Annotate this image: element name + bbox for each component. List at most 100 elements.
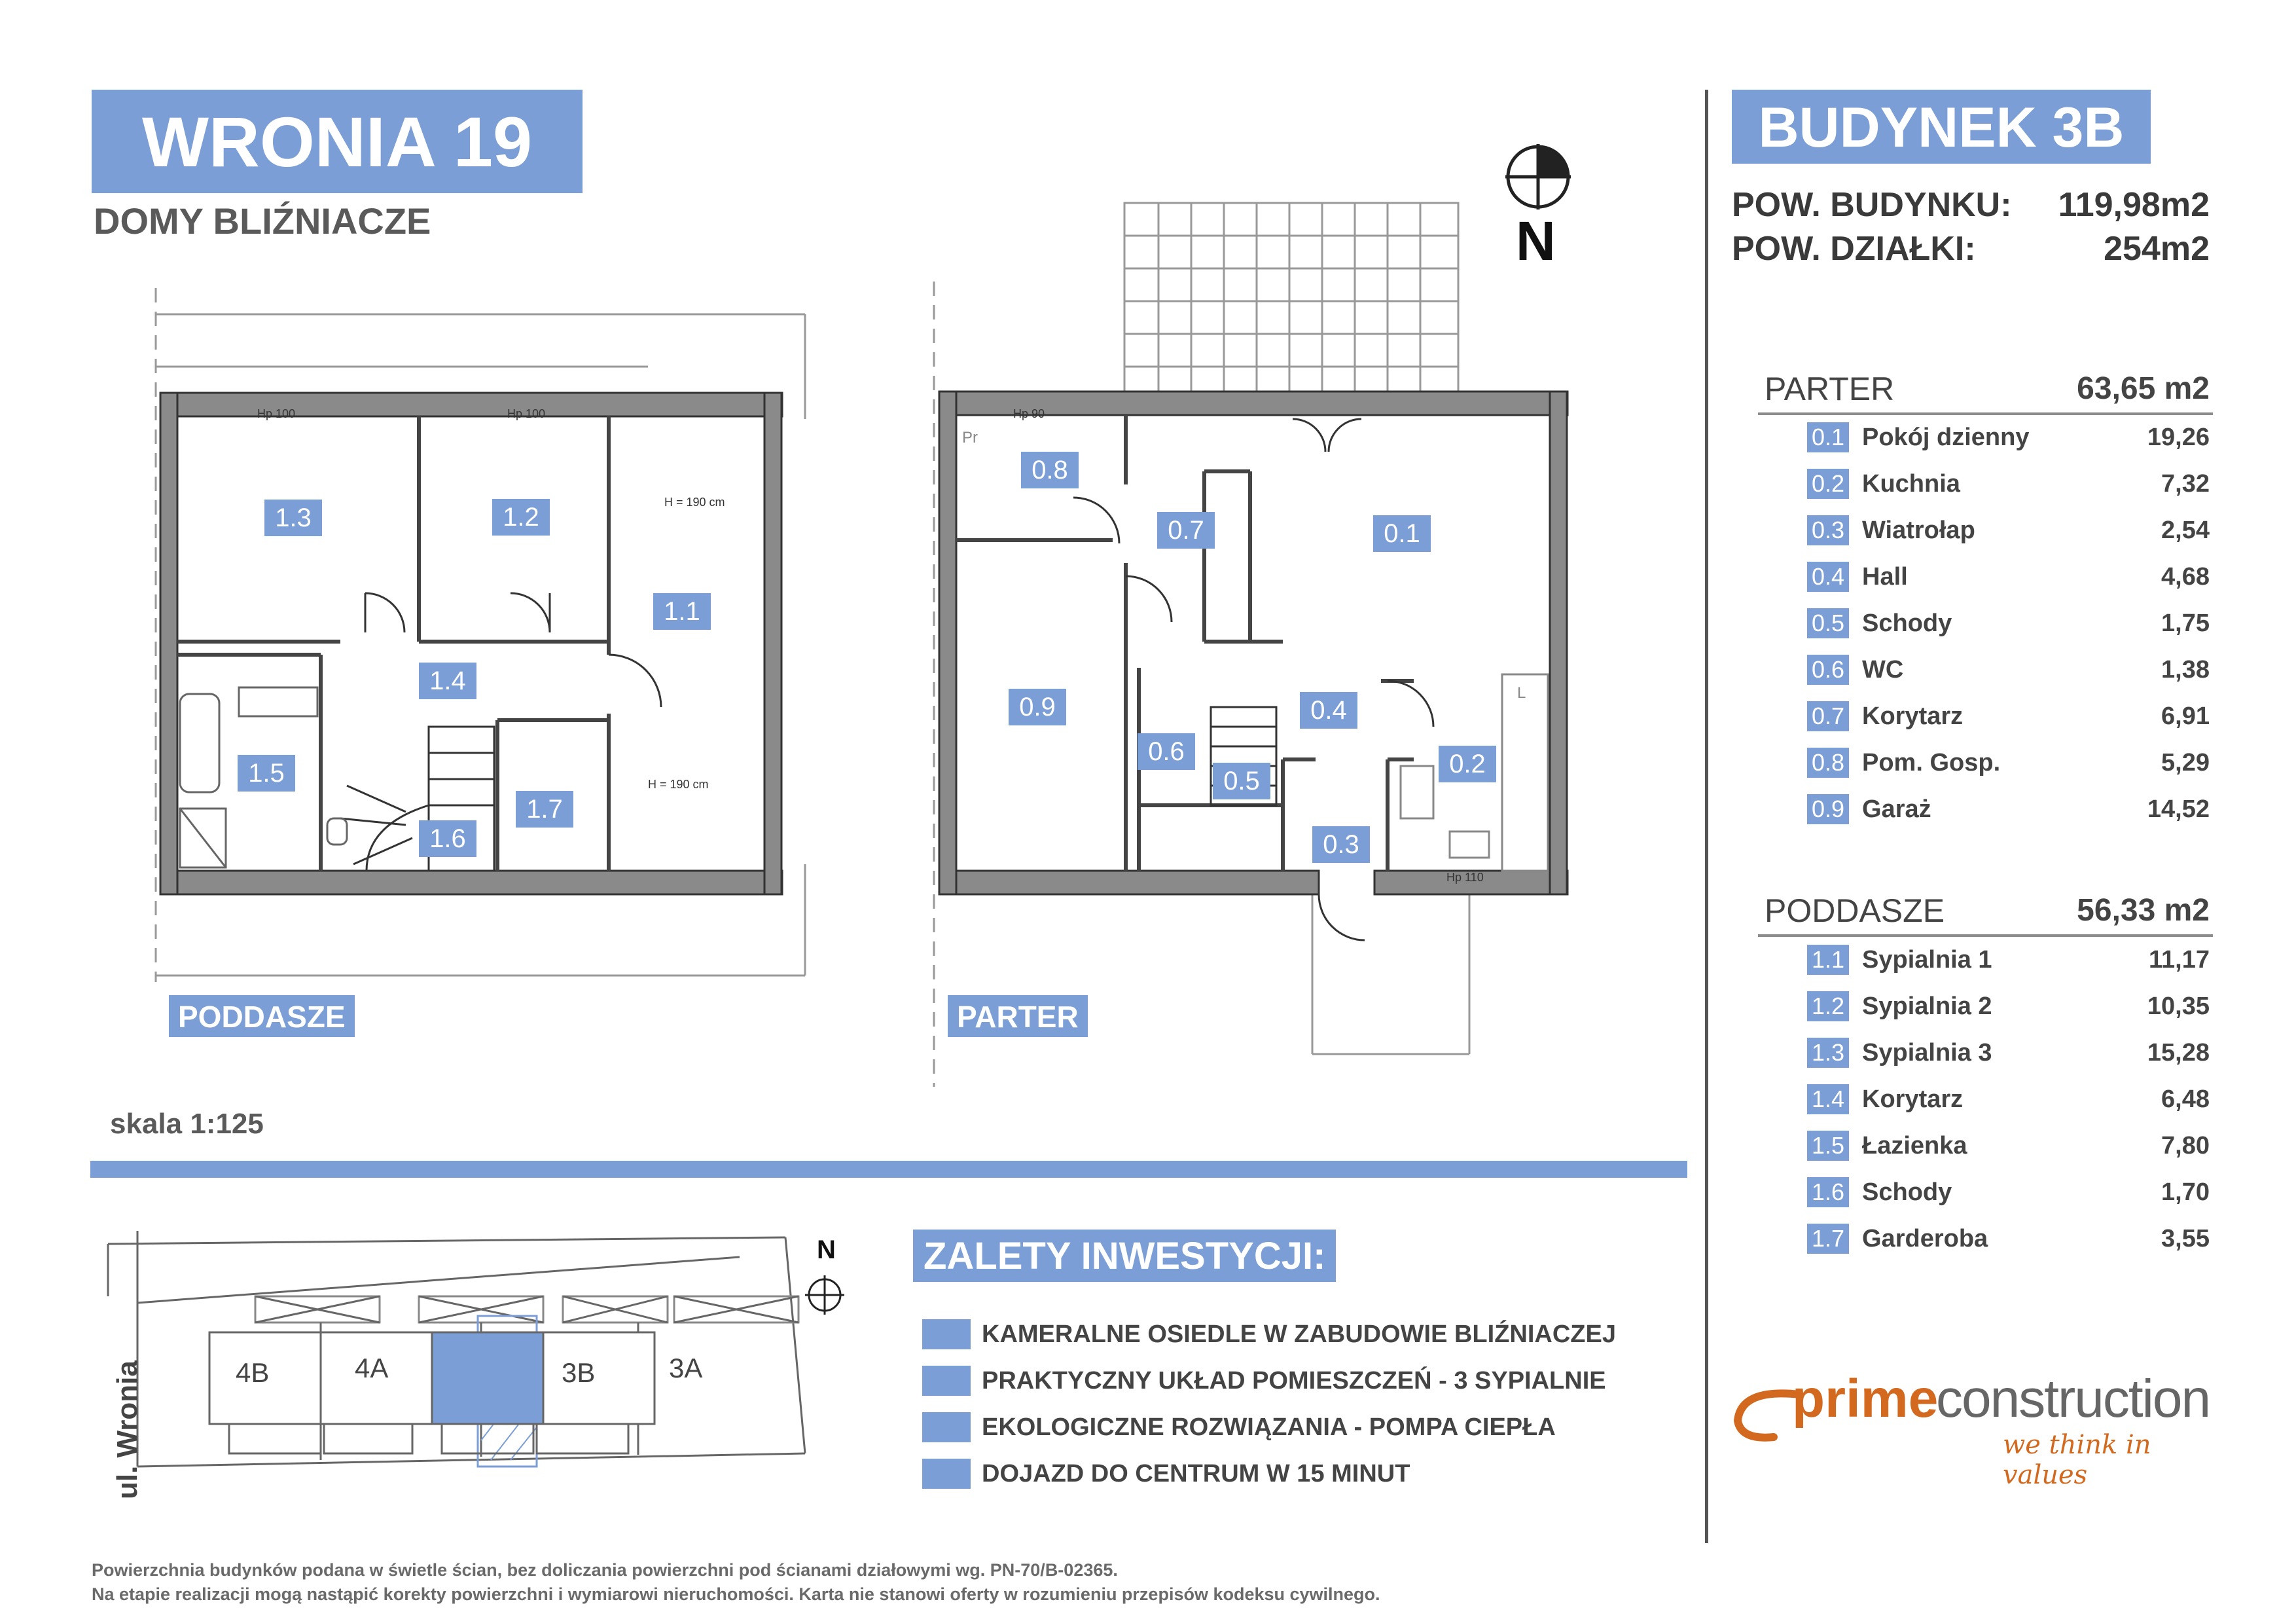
window-label-hp100-b: Hp 100	[507, 407, 546, 420]
footer-note-2: Na etapie realizacji mogą nastąpić korek…	[92, 1584, 1380, 1604]
room-area: 5,29	[2161, 749, 2210, 776]
room-label-0-5: 0.5	[1213, 763, 1270, 799]
footer-note-1: Powierzchnia budynków podana w świetle ś…	[92, 1560, 1118, 1580]
parter-table-title: PARTER	[1765, 371, 1895, 407]
room-number: 1.1	[1807, 945, 1849, 975]
logo-swoosh	[1733, 1389, 1804, 1442]
room-label-1-2: 1.2	[492, 499, 550, 536]
room-number: 0.3	[1807, 515, 1849, 545]
site-building-4a: 4A	[355, 1353, 389, 1383]
room-name: Kuchnia	[1862, 470, 1960, 498]
logo-tagline: we think in values	[2003, 1430, 2151, 1490]
parter-kitchen	[1399, 673, 1549, 872]
poddasze-table-total: 56,33 m2	[2077, 893, 2210, 928]
room-name: WC	[1862, 656, 1904, 684]
room-number: 1.4	[1807, 1084, 1849, 1114]
window-label-hp110: Hp 110	[1446, 871, 1484, 884]
room-area: 1,70	[2161, 1178, 2210, 1206]
room-number: 0.5	[1807, 608, 1849, 638]
vertical-divider	[1705, 90, 1708, 1543]
site-north-letter: N	[817, 1235, 836, 1264]
parter-table-rule	[1758, 412, 2213, 415]
room-name: Pokój dzienny	[1862, 424, 2030, 451]
north-compass-large	[1499, 144, 1584, 304]
room-area: 10,35	[2147, 993, 2210, 1020]
room-label-0-3: 0.3	[1312, 826, 1370, 863]
room-name: Wiatrołap	[1862, 517, 1975, 544]
room-label-0-7: 0.7	[1157, 512, 1215, 549]
advantage-3: EKOLOGICZNE ROZWIĄZANIA - POMPA CIEPŁA	[982, 1413, 1556, 1441]
project-title: WRONIA 19	[92, 90, 583, 193]
room-name: Sypialnia 2	[1862, 993, 1992, 1020]
poddasze-plan	[154, 288, 806, 982]
prime-construction-logo: prime construction we think in values	[1728, 1362, 2212, 1490]
building-area-value: 119,98m2	[2058, 186, 2210, 224]
site-building-3a: 3A	[669, 1353, 703, 1383]
room-label-1-3: 1.3	[264, 500, 322, 536]
room-area: 2,54	[2161, 517, 2210, 544]
room-area: 7,80	[2161, 1132, 2210, 1159]
room-name: Garaż	[1862, 795, 1931, 823]
plot-area-label: POW. DZIAŁKI:	[1732, 230, 1976, 268]
bathroom-fixtures	[179, 686, 348, 869]
window-label-hp100-a: Hp 100	[257, 407, 296, 420]
site-building-4b: 4B	[236, 1357, 270, 1388]
site-plan	[107, 1231, 844, 1468]
room-label-0-1: 0.1	[1373, 515, 1431, 552]
door-swings	[364, 418, 1435, 941]
room-label-1-7: 1.7	[516, 791, 573, 828]
building-area-label: POW. BUDYNKU:	[1732, 186, 2012, 224]
room-label-0-9: 0.9	[1009, 689, 1066, 725]
advantage-4: DOJAZD DO CENTRUM W 15 MINUT	[982, 1460, 1410, 1487]
room-label-1-6: 1.6	[419, 820, 476, 857]
room-area: 1,38	[2161, 656, 2210, 684]
room-number: 1.7	[1807, 1224, 1849, 1254]
room-number: 1.2	[1807, 991, 1849, 1021]
poddasze-table-rule	[1758, 934, 2213, 937]
poddasze-interior-walls	[177, 416, 611, 871]
logo-construction: construction	[1936, 1369, 2211, 1429]
parter-table-total: 63,65 m2	[2077, 371, 2210, 406]
site-north-compass	[805, 1275, 844, 1315]
poddasze-stairs	[340, 725, 495, 872]
pr-label: Pr	[962, 429, 978, 447]
window-label-hp90: Hp 90	[1013, 407, 1045, 420]
room-number: 0.1	[1807, 422, 1849, 452]
poddasze-table-title: PODDASZE	[1765, 892, 1945, 929]
plot-area-value: 254m2	[2104, 230, 2210, 268]
l-label: L	[1517, 684, 1526, 702]
room-name: Sypialnia 3	[1862, 1039, 1992, 1067]
room-name: Garderoba	[1862, 1225, 1988, 1252]
room-area: 7,32	[2161, 470, 2210, 498]
height-note-1: H = 190 cm	[664, 496, 725, 509]
room-label-1-5: 1.5	[238, 755, 295, 792]
room-name: Schody	[1862, 610, 1952, 637]
room-number: 0.6	[1807, 655, 1849, 685]
building-title: BUDYNEK 3B	[1732, 90, 2151, 164]
room-label-1-1: 1.1	[653, 593, 711, 630]
room-number: 1.6	[1807, 1177, 1849, 1207]
floor-plans	[154, 202, 1569, 1087]
room-number: 1.5	[1807, 1131, 1849, 1161]
room-label-1-4: 1.4	[419, 663, 476, 699]
advantage-marker-4	[922, 1459, 971, 1489]
room-area: 15,28	[2147, 1039, 2210, 1067]
room-label-0-6: 0.6	[1138, 733, 1195, 770]
room-area: 3,55	[2161, 1225, 2210, 1252]
parter-plan-tag: PARTER	[948, 995, 1088, 1037]
room-area: 6,48	[2161, 1085, 2210, 1113]
advantage-marker-1	[922, 1319, 971, 1349]
advantage-2: PRAKTYCZNY UKŁAD POMIESZCZEŃ - 3 SYPIALN…	[982, 1367, 1606, 1395]
room-area: 4,68	[2161, 563, 2210, 591]
room-area: 11,17	[2149, 946, 2210, 974]
street-label: ul. Wronia	[111, 1360, 143, 1499]
room-name: Korytarz	[1862, 1085, 1964, 1113]
room-number: 0.4	[1807, 562, 1849, 592]
room-area: 14,52	[2147, 795, 2210, 823]
room-number: 0.7	[1807, 701, 1849, 731]
room-name: Schody	[1862, 1178, 1952, 1206]
parter-walls	[938, 390, 1569, 896]
room-number: 0.2	[1807, 469, 1849, 499]
project-subtitle: DOMY BLIŹNIACZE	[94, 200, 431, 242]
logo-prime: prime	[1792, 1369, 1939, 1429]
